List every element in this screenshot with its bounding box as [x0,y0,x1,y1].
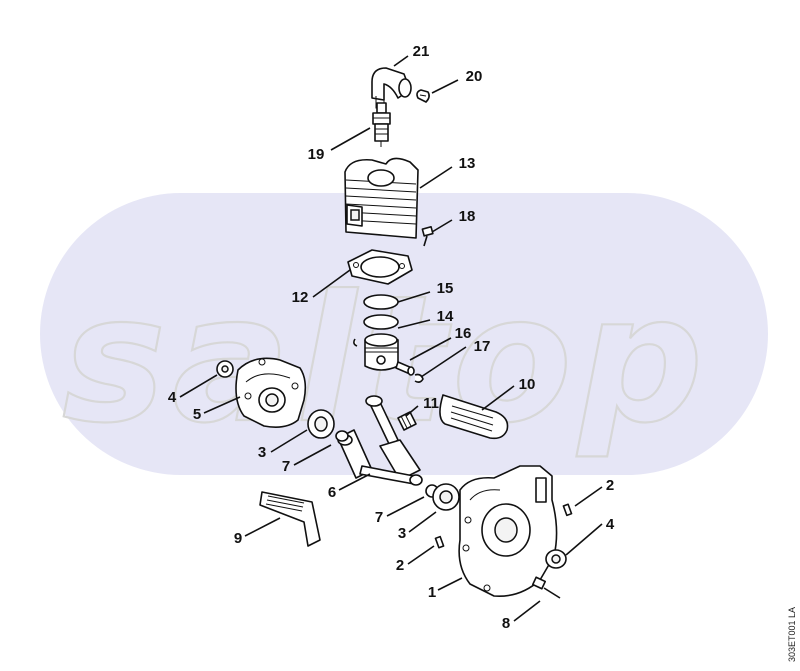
part-2a-pin [562,503,573,517]
callout-18: 18 [459,208,476,225]
part-4a-seal [216,360,234,378]
part-12-gasket [347,249,413,285]
callout-7a: 7 [282,458,290,475]
part-15-piston-ring [363,294,399,310]
part-6-crankshaft [337,395,423,486]
callout-1: 1 [428,584,436,601]
callout-14: 14 [437,308,454,325]
callout-10: 10 [519,376,536,393]
part-5-crankcase-half [235,357,307,428]
drawing-code: 303ET001 LA [787,607,797,662]
callout-19: 19 [308,146,325,163]
part-8-screw [531,576,561,599]
part-3a-bearing [307,409,335,439]
callout-13: 13 [459,155,476,172]
callout-7b: 7 [375,509,383,526]
part-10-plate [439,394,509,440]
callout-15: 15 [437,280,454,297]
part-16-piston-pin [395,361,415,376]
part-18-screw [421,226,434,247]
part-21-plug-boot [371,67,412,109]
callout-4b: 4 [606,516,615,533]
part-13-cylinder [344,157,419,239]
part-19-spark-plug [372,102,391,147]
part-3b-bearing [432,483,460,511]
callout-11: 11 [423,395,439,412]
callout-9: 9 [234,530,242,547]
part-11-needle-cage [397,411,417,431]
callout-21: 21 [413,43,430,60]
callout-20: 20 [466,68,483,85]
callout-12: 12 [292,289,309,306]
part-9-bracket [259,491,321,547]
callout-6: 6 [328,484,336,501]
callout-8: 8 [502,615,510,632]
callout-2b: 2 [396,557,404,574]
part-14-piston-ring [363,314,399,330]
callout-16: 16 [455,325,472,342]
callout-3a: 3 [258,444,266,461]
part-20-clip [416,89,430,103]
callout-17: 17 [474,338,491,355]
callout-3b: 3 [398,525,406,542]
callout-4a: 4 [168,389,177,406]
part-2b-pin [434,535,445,549]
part-1-crankcase [458,465,558,597]
leader-lines [179,55,603,622]
callout-2a: 2 [606,477,614,494]
part-4b-seal [545,549,567,569]
part-7a-ring [335,430,349,442]
piston [353,333,399,371]
callout-5: 5 [193,406,201,423]
